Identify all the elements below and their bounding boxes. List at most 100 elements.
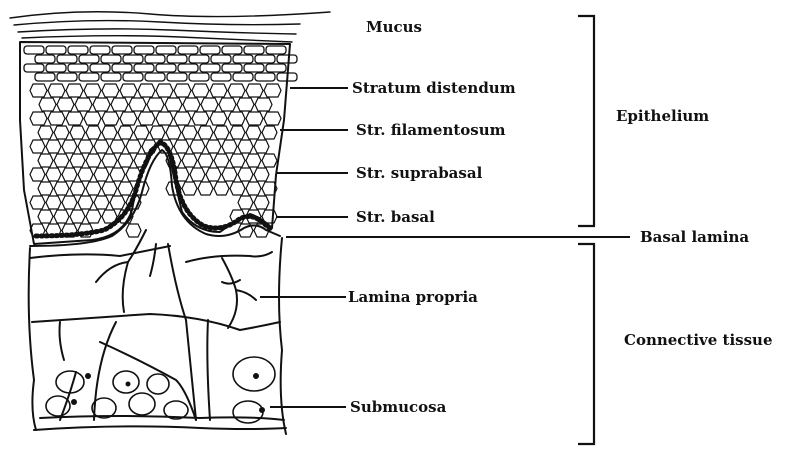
flat-cell <box>112 46 132 54</box>
tissue-section-drawing <box>10 12 330 434</box>
epithelial-cell <box>138 112 155 125</box>
flat-cell <box>90 64 110 72</box>
epithelial-cell <box>39 98 56 111</box>
epithelial-cell <box>57 98 74 111</box>
connective-tissue-drawing <box>29 230 286 434</box>
flat-cell <box>57 73 77 81</box>
flat-cell <box>255 73 275 81</box>
epithelial-cell <box>102 112 119 125</box>
epithelial-cell <box>222 168 237 181</box>
epithelial-cell <box>262 126 277 139</box>
epithelial-cell <box>198 154 213 167</box>
epithelial-cell <box>246 84 263 97</box>
epithelial-cell <box>38 126 53 139</box>
epithelial-cell <box>38 182 53 195</box>
flat-cell <box>156 64 176 72</box>
flat-cell <box>233 73 253 81</box>
flat-cell <box>79 73 99 81</box>
flat-cell <box>255 55 275 63</box>
epithelial-cell <box>198 126 213 139</box>
flat-cell <box>200 64 220 72</box>
epithelial-cell <box>214 154 229 167</box>
flat-cell <box>222 64 242 72</box>
epithelial-cell <box>66 112 83 125</box>
epithelial-cell <box>238 140 253 153</box>
epithelial-cell <box>129 98 146 111</box>
epithelial-cell <box>120 84 137 97</box>
epithelial-cell <box>46 196 61 209</box>
label-str-suprabasal: Str. suprabasal <box>356 164 483 182</box>
epithelial-cell <box>228 112 245 125</box>
label-str-filamentosum: Str. filamentosum <box>356 121 506 139</box>
label-submucosa: Submucosa <box>350 398 447 416</box>
epithelial-cell <box>86 182 101 195</box>
epithelium-bracket <box>578 16 594 226</box>
labels: Mucus Stratum distendum Str. filamentosu… <box>348 18 773 416</box>
epithelial-cell <box>138 84 155 97</box>
epithelial-cell <box>118 154 133 167</box>
label-mucus: Mucus <box>366 18 422 36</box>
epithelial-cell <box>54 210 69 223</box>
epithelial-cell <box>228 84 245 97</box>
epithelial-cell <box>166 126 181 139</box>
epithelial-cell <box>102 182 117 195</box>
epithelial-cell <box>38 154 53 167</box>
flat-cell <box>79 55 99 63</box>
epithelial-cell <box>230 182 245 195</box>
epithelial-cell <box>219 98 236 111</box>
mucus-layer <box>10 12 330 42</box>
polygonal-cells <box>30 84 281 237</box>
epithelial-cell <box>94 140 109 153</box>
stratum-distendum-cells <box>24 46 297 81</box>
epithelial-cell <box>246 112 263 125</box>
epithelial-cell <box>134 126 149 139</box>
epithelial-cell <box>70 126 85 139</box>
epithelial-cell <box>62 140 77 153</box>
epithelial-cell <box>246 154 261 167</box>
epithelial-cell <box>230 126 245 139</box>
epithelial-cell <box>192 112 209 125</box>
epithelial-cell <box>111 98 128 111</box>
epithelial-cell <box>238 168 253 181</box>
epithelial-cell <box>255 98 272 111</box>
flat-cell <box>134 46 154 54</box>
epithelial-cell <box>78 168 93 181</box>
epithelial-cell <box>126 224 141 237</box>
epithelial-cell <box>48 112 65 125</box>
epithelial-cell <box>222 140 237 153</box>
epithelial-cell <box>201 98 218 111</box>
epithelial-cell <box>237 98 254 111</box>
epithelial-cell <box>70 154 85 167</box>
brackets <box>578 16 594 444</box>
flat-cell <box>101 73 121 81</box>
flat-cell <box>123 73 143 81</box>
epithelial-cell <box>110 140 125 153</box>
epithelial-cell <box>102 154 117 167</box>
epithelial-cell <box>94 168 109 181</box>
epithelial-cell <box>93 98 110 111</box>
epithelial-cell <box>120 112 137 125</box>
epithelial-cell <box>75 98 92 111</box>
epithelial-cell <box>174 112 191 125</box>
epithelial-cell <box>54 126 69 139</box>
epithelial-cell <box>84 112 101 125</box>
epithelial-cell <box>62 168 77 181</box>
epithelial-cell <box>246 126 261 139</box>
epithelial-cell <box>78 196 93 209</box>
connective-tissue-bracket <box>578 244 594 444</box>
epithelial-cell <box>147 98 164 111</box>
label-connective-tissue: Connective tissue <box>624 331 773 349</box>
epithelial-cell <box>84 84 101 97</box>
flat-cell <box>35 73 55 81</box>
epithelial-cell <box>46 140 61 153</box>
flat-cell <box>189 73 209 81</box>
flat-cell <box>35 55 55 63</box>
epithelial-cell <box>54 182 69 195</box>
epithelial-cell <box>54 154 69 167</box>
epithelial-cell <box>150 126 165 139</box>
epithelial-cell <box>182 126 197 139</box>
epithelial-cell <box>214 182 229 195</box>
epithelial-cell <box>254 196 269 209</box>
epithelial-cell <box>86 154 101 167</box>
epithelial-cell <box>30 112 47 125</box>
